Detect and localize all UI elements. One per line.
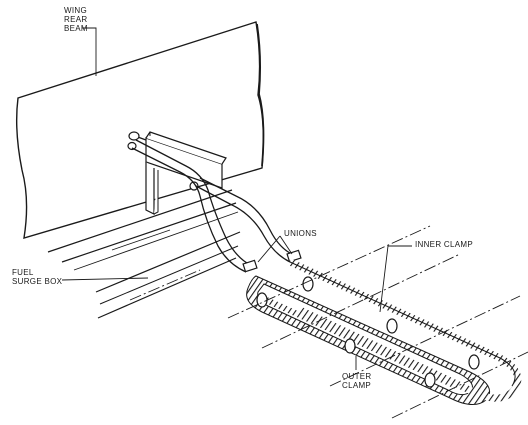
wing-rear-beam-line-2: REAR <box>64 15 88 24</box>
fuel-surge-box-label: FUEL SURGE BOX <box>12 268 62 286</box>
fuel-lines <box>131 139 297 273</box>
wing-rear-beam <box>15 21 265 239</box>
outer-clamp-line-1: OUTER <box>342 372 372 381</box>
outer-clamp-label: OUTER CLAMP <box>342 372 372 390</box>
wing-rear-beam-line-1: WING <box>64 6 87 15</box>
wing-rear-beam-line-3: BEAM <box>64 24 88 33</box>
centerlines <box>129 225 528 419</box>
fuel-surge-box-line-1: FUEL <box>12 268 34 277</box>
fuel-surge-box-line-2: SURGE BOX <box>12 277 63 286</box>
outer-clamp-line-2: CLAMP <box>342 381 372 390</box>
union-fittings <box>242 249 302 273</box>
coil-tubes <box>246 258 522 405</box>
wing-rear-beam-label: WING REAR BEAM <box>64 6 88 33</box>
unions-label: UNIONS <box>284 229 317 238</box>
unions-text: UNIONS <box>284 229 317 238</box>
leader-lines <box>61 27 412 370</box>
inner-clamp-text: INNER CLAMP <box>415 240 473 249</box>
fuel-surge-box <box>127 131 227 215</box>
inner-clamp-label: INNER CLAMP <box>415 240 473 249</box>
